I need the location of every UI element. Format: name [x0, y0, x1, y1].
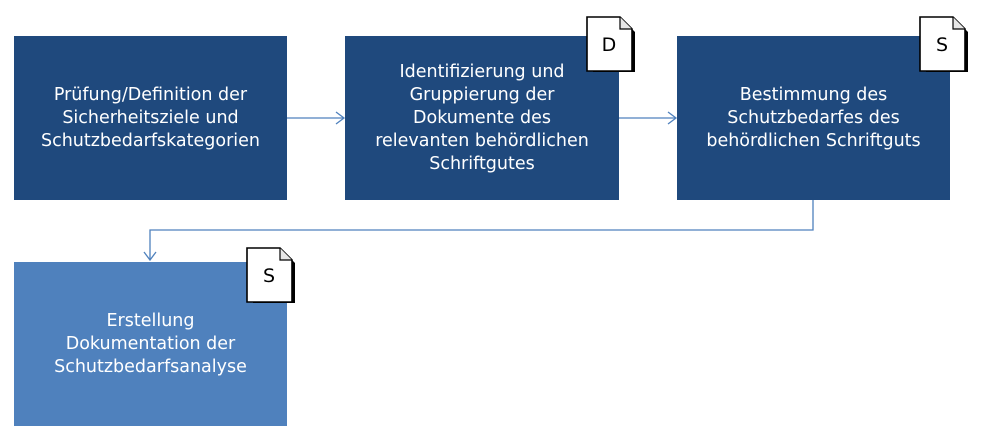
arrow-step3-to-step4 [143, 200, 814, 262]
document-icon-s: S [246, 247, 296, 305]
document-badge-letter: S [262, 265, 276, 287]
step-box-4: Erstellung Dokumentation der Schutzbedar… [14, 262, 287, 426]
step-3-text: Bestimmung des Schutzbedarfes des behörd… [706, 84, 921, 151]
step-4-text: Erstellung Dokumentation der Schutzbedar… [54, 310, 247, 377]
document-icon-d: D [586, 16, 636, 74]
step-1-text: Prüfung/Definition der Sicherheitsziele … [40, 84, 261, 151]
arrow-step1-to-step2 [287, 111, 346, 125]
step-box-3: Bestimmung des Schutzbedarfes des behörd… [677, 36, 950, 200]
document-icon-s: S [919, 16, 969, 74]
document-badge-letter: D [601, 34, 617, 56]
step-2-text: Identifizierung und Gruppierung der Doku… [375, 61, 589, 174]
document-badge-letter: S [935, 34, 949, 56]
arrow-step2-to-step3 [619, 111, 678, 125]
step-box-2: Identifizierung und Gruppierung der Doku… [345, 36, 619, 200]
step-box-1: Prüfung/Definition der Sicherheitsziele … [14, 36, 287, 200]
